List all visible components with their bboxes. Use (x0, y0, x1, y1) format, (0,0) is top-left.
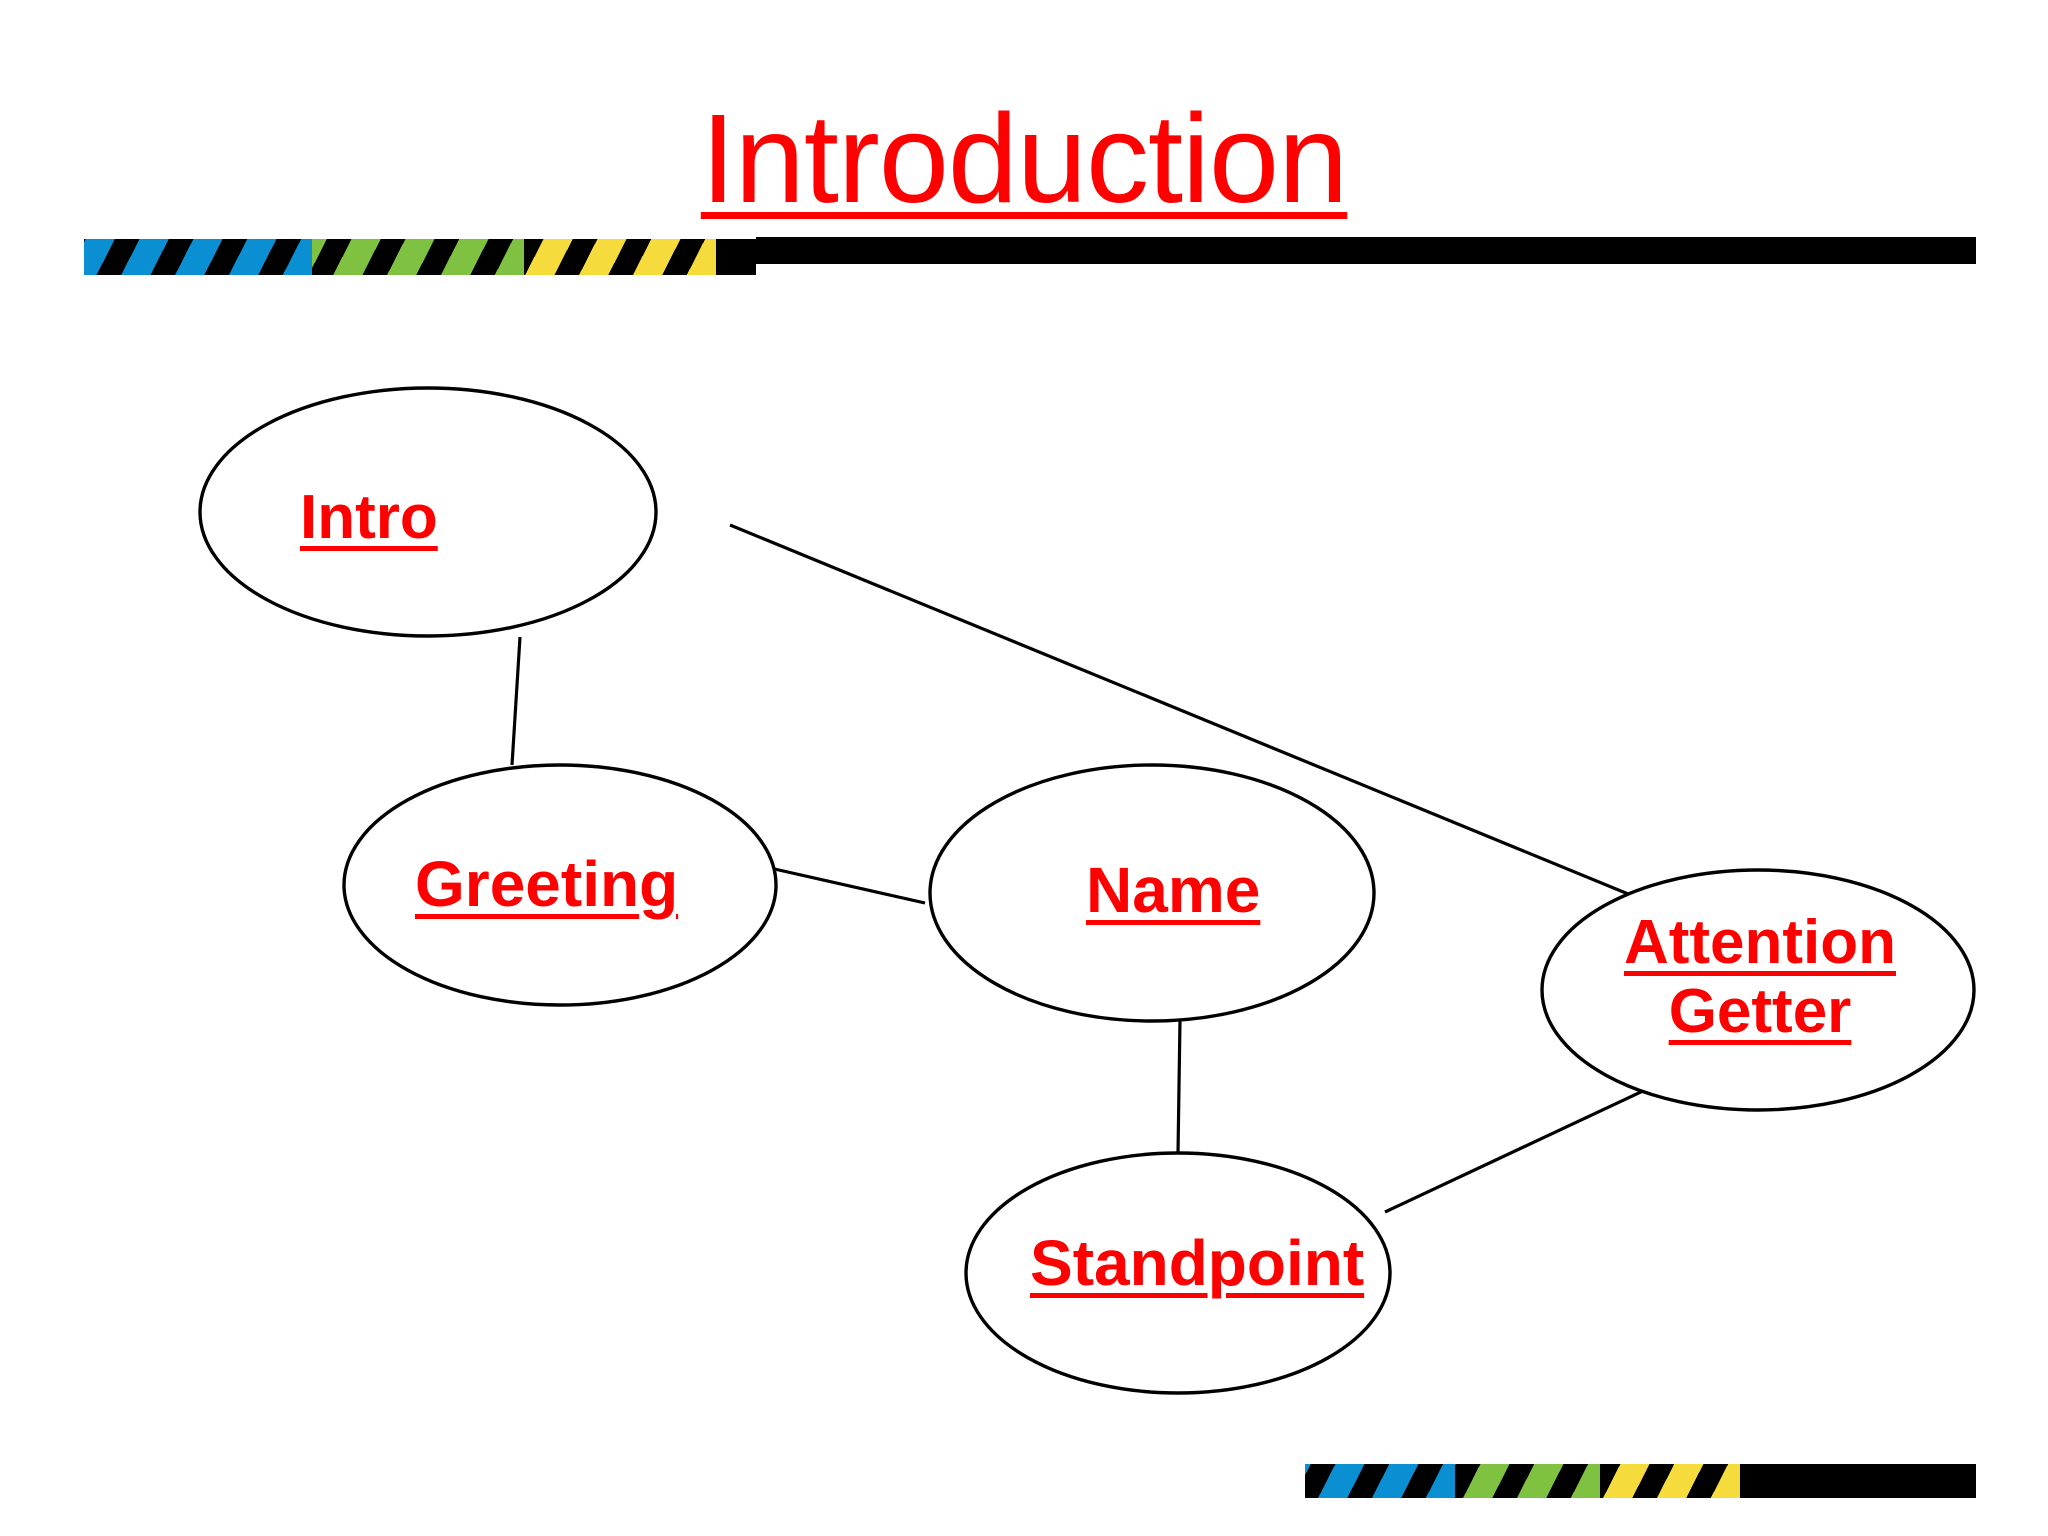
page-title-text: Introduction (700, 88, 1348, 229)
stripe-black (1740, 1464, 1976, 1498)
node-ellipse-intro[interactable] (198, 386, 658, 638)
stripe-blue (1305, 1464, 1455, 1498)
page-title: Introduction (0, 96, 2048, 222)
stripe-black (716, 239, 756, 275)
stripe-yellow (524, 239, 716, 275)
top-decorative-stripe-bar (84, 237, 1976, 275)
node-ellipse-name[interactable] (928, 763, 1376, 1023)
stripe-green (312, 239, 524, 275)
stripe-green (1455, 1464, 1600, 1498)
bottom-decorative-stripe-bar (1305, 1464, 1976, 1498)
edge-standpoint-attention (1384, 1081, 1661, 1214)
top-bar-striped-section (84, 239, 756, 275)
node-ellipse-attention[interactable] (1540, 868, 1976, 1112)
node-ellipse-standpoint[interactable] (964, 1151, 1392, 1395)
edge-greeting-name (769, 866, 926, 905)
top-bar-black-section (756, 237, 1976, 264)
stripe-blue (84, 239, 312, 275)
bottom-bar-striped-section (1305, 1464, 1976, 1498)
edge-name-standpoint (1176, 1019, 1182, 1154)
node-ellipse-greeting[interactable] (342, 763, 778, 1007)
stripe-yellow (1600, 1464, 1740, 1498)
edge-intro-greeting (510, 636, 522, 766)
edge-intro-attention (729, 523, 1656, 907)
